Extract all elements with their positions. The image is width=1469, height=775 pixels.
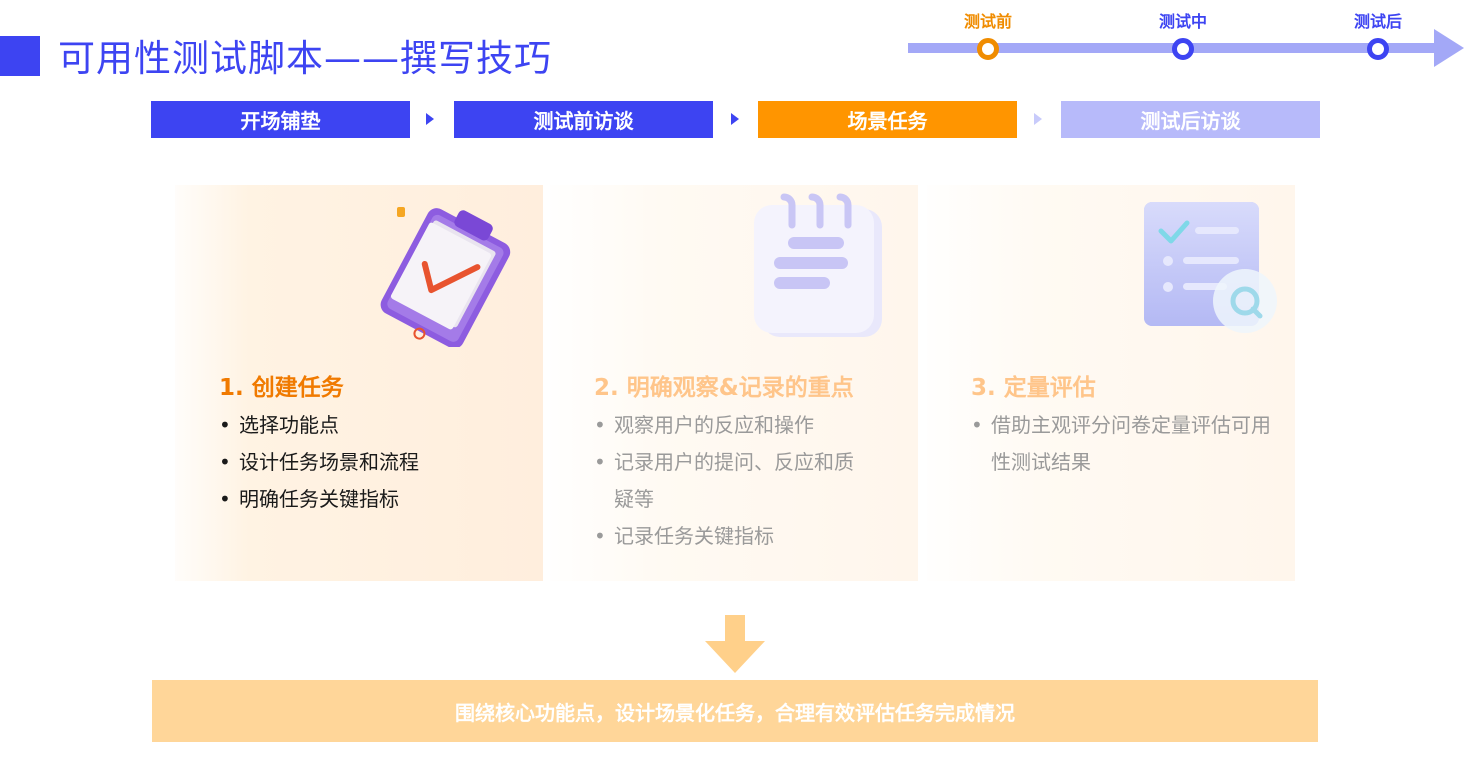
timeline-dot-before[interactable] (977, 38, 999, 60)
card-create-task: 1. 创建任务 选择功能点 设计任务场景和流程 明确任务关键指标 (175, 185, 543, 581)
list-item: 记录任务关键指标 (594, 518, 864, 555)
step-opening[interactable]: 开场铺垫 (151, 101, 410, 138)
timeline-arrow-icon (1434, 29, 1464, 67)
timeline-dot-after[interactable] (1367, 38, 1389, 60)
list-item: 明确任务关键指标 (219, 481, 519, 518)
page-title: 可用性测试脚本——撰写技巧 (58, 37, 552, 80)
list-item: 借助主观评分问卷定量评估可用性测试结果 (971, 407, 1271, 481)
card-observe-record: 2. 明确观察&记录的重点 观察用户的反应和操作 记录用户的提问、反应和质疑等 … (550, 185, 918, 581)
step-pre-interview[interactable]: 测试前访谈 (454, 101, 713, 138)
timeline-label-after: 测试后 (1353, 12, 1403, 31)
step-post-interview[interactable]: 测试后访谈 (1061, 101, 1320, 138)
checklist-magnifier-icon (1144, 202, 1277, 333)
card-title: 1. 创建任务 (219, 375, 344, 401)
list-item: 记录用户的提问、反应和质疑等 (594, 444, 864, 518)
card-bullet-list: 选择功能点 设计任务场景和流程 明确任务关键指标 (219, 407, 519, 518)
summary-banner: 围绕核心功能点，设计场景化任务，合理有效评估任务完成情况 (152, 680, 1318, 742)
card-bullet-list: 观察用户的反应和操作 记录用户的提问、反应和质疑等 记录任务关键指标 (594, 407, 864, 555)
clipboard-check-icon (380, 207, 511, 347)
step-scenario-tasks[interactable]: 场景任务 (758, 101, 1017, 138)
list-item: 设计任务场景和流程 (219, 444, 519, 481)
list-item: 观察用户的反应和操作 (594, 407, 864, 444)
notepad-icon (754, 193, 882, 337)
timeline-label-during: 测试中 (1158, 12, 1208, 31)
list-item: 选择功能点 (219, 407, 519, 444)
timeline-dot-during[interactable] (1172, 38, 1194, 60)
card-bullet-list: 借助主观评分问卷定量评估可用性测试结果 (971, 407, 1271, 481)
timeline-label-before: 测试前 (963, 12, 1013, 31)
step-arrow-icon (1034, 113, 1042, 125)
card-title: 2. 明确观察&记录的重点 (594, 375, 854, 401)
card-title: 3. 定量评估 (971, 375, 1096, 401)
step-arrow-icon (731, 113, 739, 125)
down-arrow-icon (705, 615, 765, 673)
title-accent-block (0, 36, 40, 76)
card-quantitative-evaluation: 3. 定量评估 借助主观评分问卷定量评估可用性测试结果 (927, 185, 1295, 581)
step-arrow-icon (426, 113, 434, 125)
